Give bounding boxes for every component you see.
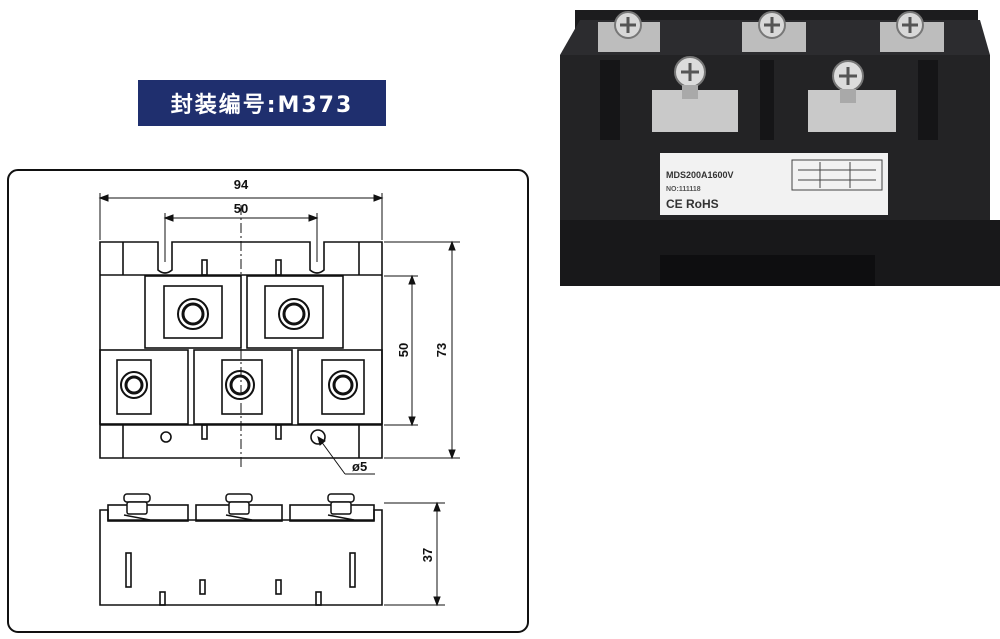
dim-inner-height-label: 50 [396, 343, 411, 357]
side-view-screws [123, 493, 355, 521]
back-terminals [598, 11, 944, 52]
dim-side-height [384, 501, 445, 607]
dim-inner-height [384, 274, 418, 427]
dim-overall-height-label: 73 [434, 343, 449, 357]
front-terminals [652, 56, 896, 132]
dim-overall-width-label: 94 [234, 177, 249, 192]
dim-slot-span [163, 213, 319, 262]
dim-overall-height [384, 240, 460, 460]
dim-overall-width [98, 193, 384, 240]
hole-diameter-label: ø5 [352, 459, 367, 474]
label-cert: CE RoHS [666, 197, 719, 211]
top-view-screws [120, 298, 358, 400]
label-model: MDS200A1600V [666, 170, 734, 180]
package-code-text: 封装编号:M373 [170, 93, 354, 118]
product-label [660, 153, 888, 215]
package-code-badge: 封装编号:M373 [138, 80, 386, 126]
dim-slot-span-label: 50 [234, 201, 248, 216]
drawing-frame [7, 169, 529, 633]
label-serial: NO:111118 [666, 186, 701, 193]
top-view-outline [99, 241, 383, 459]
dim-side-height-label: 37 [420, 548, 435, 562]
hole-leader [317, 435, 375, 475]
